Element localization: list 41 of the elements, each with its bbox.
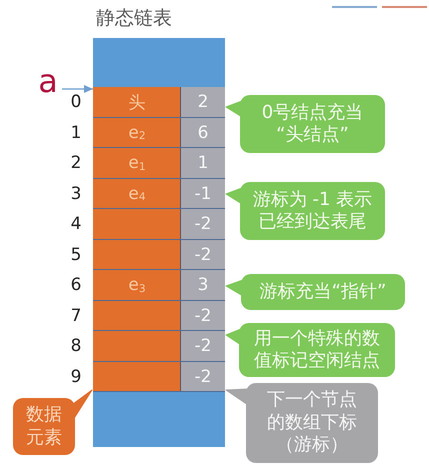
callout-bubble: 用一个特殊的数值标记空闲结点 <box>239 323 395 377</box>
data-cell: 头 <box>93 87 181 118</box>
data-cell: e$_{4}$ <box>93 178 181 209</box>
row-index: 9 <box>70 366 82 388</box>
data-cell <box>93 300 181 331</box>
cursor-cell: 3 <box>181 270 225 300</box>
cursor-cell: -1 <box>181 178 225 209</box>
memory-block <box>93 38 225 87</box>
callout-bubble: 游标充当“指针” <box>241 274 405 310</box>
data-cell <box>93 209 181 240</box>
row-index: 7 <box>70 304 82 328</box>
row-index: 2 <box>70 152 82 175</box>
callout-bubble: 0号结点充当“头结点” <box>240 95 385 153</box>
row-index: 3 <box>70 182 82 206</box>
data-cell: e$_{2}$ <box>93 118 181 148</box>
data-cell: e$_{3}$ <box>93 270 181 300</box>
cursor-cell: 2 <box>181 87 225 118</box>
row-index: 0 <box>70 91 82 114</box>
row-index: 5 <box>70 244 82 266</box>
title: 静态链表 <box>96 6 172 31</box>
cursor-cell: 1 <box>181 148 225 178</box>
callout-bubble: 下一个节点的数组下标（游标） <box>246 383 378 463</box>
cursor-cell: -2 <box>181 331 225 362</box>
cursor-cell: -2 <box>181 300 225 331</box>
arrow <box>62 85 93 93</box>
cursor-cell: -2 <box>181 362 225 392</box>
memory-block <box>93 392 225 447</box>
row-index: 4 <box>70 213 82 236</box>
data-cell: e$_{1}$ <box>93 148 181 178</box>
row-index: 1 <box>70 122 82 144</box>
row-index: 6 <box>70 274 82 297</box>
variable-label: a <box>36 64 60 102</box>
callout-bubble: 游标为 -1 表示已经到达表尾 <box>240 182 385 240</box>
callout-bubble: 数据元素 <box>13 398 75 455</box>
cursor-cell: 6 <box>181 118 225 148</box>
row-index: 8 <box>70 335 82 358</box>
cursor-cell: -2 <box>181 209 225 240</box>
data-cell <box>93 240 181 270</box>
cursor-cell: -2 <box>181 240 225 270</box>
data-cell <box>93 331 181 362</box>
data-cell <box>93 362 181 392</box>
